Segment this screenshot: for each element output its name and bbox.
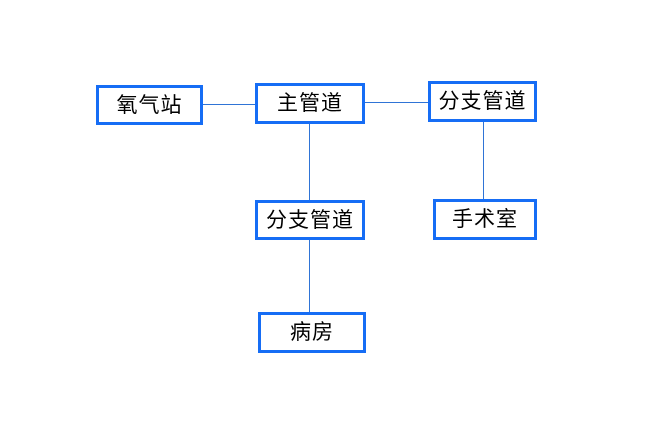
connector-main-pipeline-to-branch-pipeline-middle [309, 124, 310, 200]
node-main-pipeline: 主管道 [255, 83, 365, 124]
node-branch-pipeline-right: 分支管道 [428, 81, 537, 122]
node-branch-pipeline-middle: 分支管道 [255, 200, 365, 240]
node-main-pipeline-label: 主管道 [277, 91, 343, 115]
node-branch-pipeline-right-label: 分支管道 [438, 89, 527, 113]
connector-branch-pipeline-right-to-operating-room [483, 122, 484, 199]
node-operating-room-label: 手术室 [452, 207, 518, 231]
connector-main-pipeline-to-branch-pipeline-right [365, 102, 428, 103]
node-oxygen-station-label: 氧气站 [116, 92, 183, 117]
connector-oxygen-station-to-main-pipeline [203, 104, 255, 105]
node-branch-pipeline-middle-label: 分支管道 [266, 207, 354, 232]
node-operating-room: 手术室 [433, 199, 537, 240]
node-ward: 病房 [258, 312, 366, 353]
node-oxygen-station: 氧气站 [96, 85, 203, 125]
connector-branch-pipeline-middle-to-ward [309, 240, 310, 312]
node-ward-label: 病房 [290, 320, 334, 344]
